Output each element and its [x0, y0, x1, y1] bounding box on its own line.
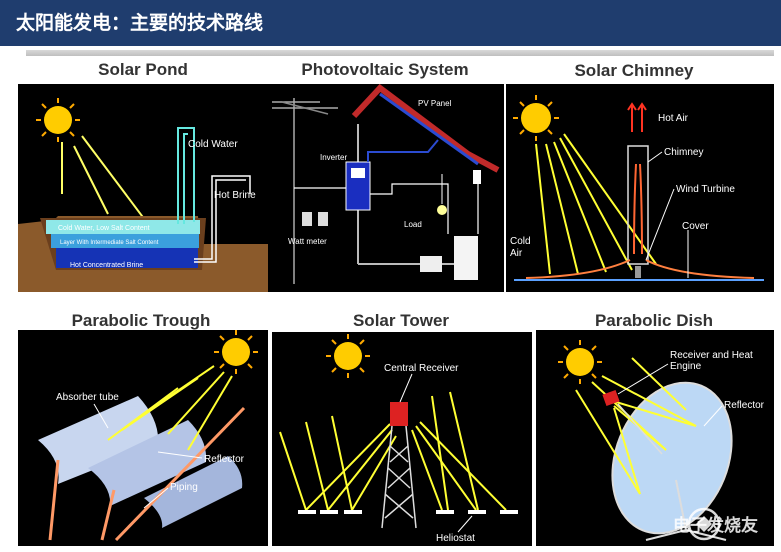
dc-wire — [367, 139, 439, 162]
receiver-label-2: Engine — [670, 361, 702, 372]
tv-icon — [420, 256, 442, 272]
sun-icon — [36, 98, 80, 142]
pv-panel-label: PV Panel — [418, 99, 452, 108]
solar-pond-panel: Cold Water, Low Salt Content Layer With … — [18, 84, 268, 292]
watt-meter-2 — [318, 212, 328, 226]
watt-meter-1 — [302, 212, 312, 226]
tower-lattice — [381, 425, 417, 529]
receiver-engine — [602, 389, 663, 455]
load-label: Load — [404, 220, 422, 229]
top-stripe — [26, 50, 774, 56]
central-receiver — [390, 402, 408, 426]
wind-turbine-icon — [635, 266, 641, 278]
reflector-label: Reflector — [204, 454, 245, 465]
pond-layer-middle — [51, 234, 199, 248]
cold-label: Cold — [510, 236, 531, 247]
absorber-label: Absorber tube — [56, 392, 119, 403]
solar-tower-title: Solar Tower — [352, 311, 450, 330]
pv-system-title: Photovoltaic System — [301, 60, 469, 79]
layer1-label: Cold Water, Low Salt Content — [58, 225, 150, 232]
piping — [48, 406, 246, 542]
sun-icon — [513, 95, 559, 141]
dish-reflector — [611, 381, 733, 535]
sun-icon — [558, 340, 602, 384]
hot-air-label: Hot Air — [658, 113, 689, 124]
fridge-icon — [454, 236, 478, 280]
sun-rays — [107, 365, 233, 451]
pv-panel-diagram: PV Panel Inverter Watt meter Load — [268, 84, 504, 292]
outlet — [473, 170, 481, 184]
lightbulb-icon — [437, 174, 447, 215]
layer2-label: Layer With Intermediate Salt Content — [60, 240, 159, 246]
cover-label: Cover — [682, 221, 709, 232]
utility-pole — [272, 98, 338, 284]
pond-layer-hot — [56, 248, 198, 268]
heliostats — [298, 510, 518, 514]
sun-icon — [214, 330, 258, 374]
cold-water-label: Cold Water — [188, 139, 238, 150]
chimney-tower — [627, 145, 649, 265]
sun-rays — [61, 135, 149, 225]
page-title: 太阳能发电：主要的技术路线 — [16, 12, 264, 34]
parabolic-trough-title: Parabolic Trough — [71, 311, 211, 330]
layer3-label: Hot Concentrated Brine — [70, 262, 143, 269]
cold-water-pipe — [177, 127, 195, 224]
solar-pond-title: Solar Pond — [98, 60, 188, 79]
receiver-label-1: Receiver and Heat — [670, 350, 753, 361]
watt-meter-label: Watt meter — [288, 237, 327, 246]
trough-mirrors — [38, 396, 243, 528]
pond-layer-cold — [46, 220, 200, 234]
solar-tower-panel: Central Receiver Heliostat — [272, 332, 532, 546]
parabolic-dish-title: Parabolic Dish — [594, 311, 714, 330]
parabolic-dish-panel: Receiver and Heat Engine Reflector — [536, 330, 774, 546]
receiver-label: Central Receiver — [384, 363, 459, 374]
hot-brine-label: Hot Brine — [214, 190, 256, 201]
solar-chimney-title: Solar Chimney — [574, 61, 694, 80]
hot-brine-pipe — [194, 175, 251, 263]
wind-turbine-label: Wind Turbine — [676, 184, 735, 195]
parabolic-trough-panel: Absorber tube Reflector Piping — [18, 330, 268, 546]
heliostat-label: Heliostat — [436, 533, 475, 544]
sun-rays — [279, 391, 507, 511]
watermark-logo-icon — [687, 507, 721, 541]
watermark-text: 电子发烧友 — [673, 516, 758, 536]
solar-chimney-panel: Hot Air Chimney Wind Turbine Cover Cold … — [506, 84, 774, 292]
sun-rays — [535, 133, 657, 275]
dish-reflector-label: Reflector — [724, 400, 765, 411]
sun-icon — [326, 334, 370, 378]
inverter-label: Inverter — [320, 153, 347, 162]
hot-air-arrows — [627, 102, 647, 132]
pv-panel-array — [379, 92, 479, 166]
dish-stand — [645, 479, 727, 541]
piping-label: Piping — [170, 482, 198, 493]
chimney-label: Chimney — [664, 147, 703, 158]
air-label: Air — [510, 248, 523, 259]
page-header: 太阳能发电：主要的技术路线 — [0, 0, 781, 46]
